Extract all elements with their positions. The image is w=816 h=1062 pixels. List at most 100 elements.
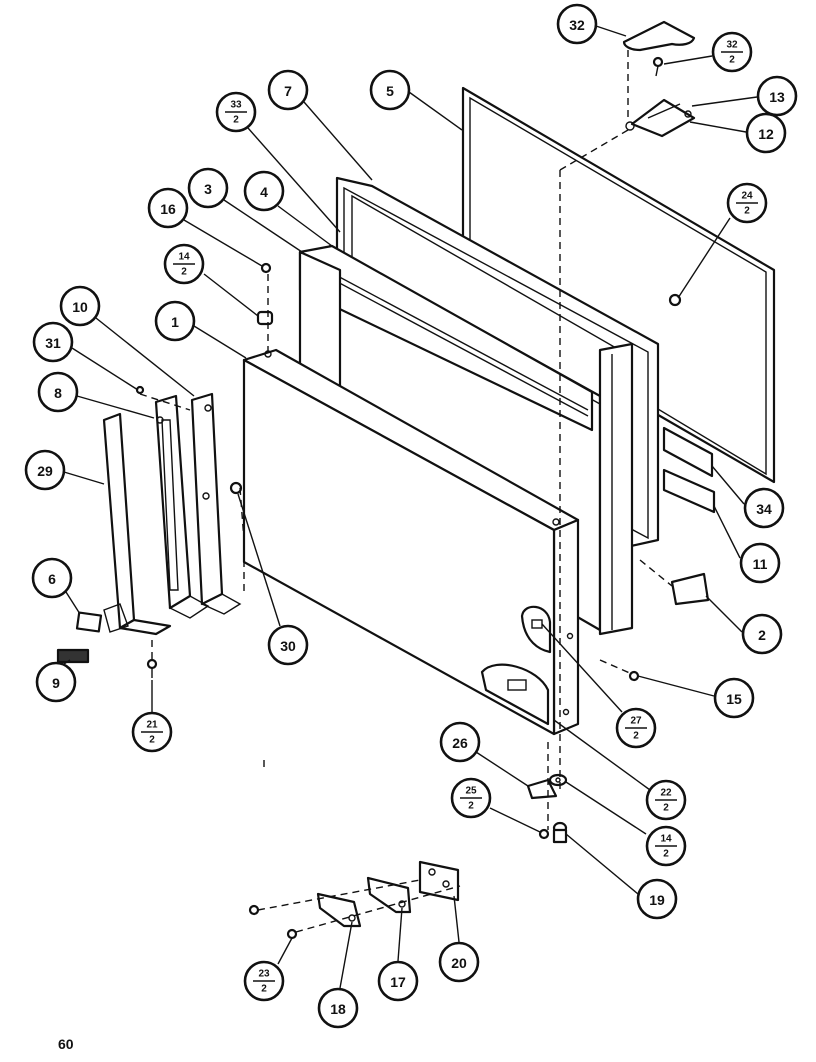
screw-25: [538, 828, 550, 840]
page-number: 60: [58, 1036, 74, 1052]
callout-part-number: 33: [230, 100, 242, 111]
assembly-lines: [139, 50, 673, 933]
hinge-cap-32: [622, 20, 696, 52]
callout-circle: [713, 677, 755, 719]
hinge-plate-18: [316, 892, 362, 928]
callout-circle: [147, 187, 189, 229]
handle-bracket-10: [190, 392, 242, 615]
callout-circle: [35, 661, 77, 703]
badge-9: [56, 648, 90, 664]
callout-circle: [636, 878, 678, 920]
callout-c18: 18: [317, 987, 359, 1029]
top-hinge-12: [625, 98, 696, 138]
callout-label: 11: [753, 556, 768, 572]
callout-circle: [369, 69, 411, 111]
callout-quantity: 2: [233, 115, 239, 126]
callout-part-number: 24: [741, 191, 753, 202]
hinge-screw-top: [652, 56, 664, 77]
callout-label: 3: [204, 181, 212, 197]
callout-quantity: 2: [663, 849, 669, 860]
handle-recess-lower: [480, 663, 550, 726]
callout-circle: [154, 300, 196, 342]
screw-bottom-left: [248, 904, 260, 916]
callout-c31: 31: [32, 321, 74, 363]
callout-circle: [267, 624, 309, 666]
door-insulation-panel: [298, 244, 594, 432]
callout-c21-2: 212: [131, 711, 173, 753]
callout-c6: 6: [31, 557, 73, 599]
callout-circle: [243, 170, 285, 212]
callout-c4: 4: [243, 170, 285, 212]
callout-c12: 12: [745, 112, 787, 154]
callout-c26: 26: [439, 721, 481, 763]
rear-glass-panel: [461, 86, 776, 484]
callout-label: 5: [386, 83, 394, 99]
callout-circle: [741, 613, 783, 655]
callout-c13: 13: [756, 75, 798, 117]
callout-label: 29: [37, 463, 53, 479]
callout-circle: [756, 75, 798, 117]
callout-c17: 17: [377, 960, 419, 1002]
bushing-19: [552, 821, 568, 844]
callout-quantity: 2: [663, 803, 669, 814]
callout-c8: 8: [37, 371, 79, 413]
callout-c11: 11: [739, 542, 781, 584]
callout-circle: [438, 941, 480, 983]
callout-circle: [739, 542, 781, 584]
callout-label: 7: [284, 83, 292, 99]
callout-label: 31: [45, 335, 61, 351]
callout-circle: [743, 487, 785, 529]
callout-c23-2: 232: [243, 960, 285, 1002]
outer-door-panel: [242, 348, 580, 736]
screw-23: [286, 928, 298, 940]
trim-strip-34: [662, 426, 714, 478]
callout-quantity: 2: [633, 731, 639, 742]
callout-label: 9: [52, 675, 60, 691]
callout-quantity: 2: [729, 55, 735, 66]
trim-strip-11: [662, 468, 716, 514]
callout-part-number: 14: [660, 834, 672, 845]
callout-circle: [556, 3, 598, 45]
callout-c14-2b: 142: [645, 825, 687, 867]
callout-label: 17: [390, 974, 406, 990]
callout-quantity: 2: [149, 735, 155, 746]
callout-circle: [377, 960, 419, 1002]
callout-label: 4: [260, 184, 268, 200]
callout-label: 26: [452, 735, 468, 751]
callout-part-number: 23: [258, 969, 270, 980]
callout-c2: 2: [741, 613, 783, 655]
callout-label: 13: [769, 89, 785, 105]
callout-c9: 9: [35, 661, 77, 703]
callout-part-number: 25: [465, 786, 477, 797]
bottom-hinge-20: [418, 860, 460, 902]
callout-circle: [31, 557, 73, 599]
callout-label: 12: [758, 126, 774, 142]
hinge-shim-26: [526, 778, 558, 800]
callout-circle: [187, 167, 229, 209]
hinge-bracket-2: [670, 572, 710, 606]
callout-part-number: 14: [178, 252, 190, 263]
callout-circle: [59, 285, 101, 327]
callout-c24-2: 242: [726, 182, 768, 224]
callout-quantity: 2: [261, 984, 267, 995]
callout-quantity: 2: [181, 267, 187, 278]
callout-c15: 15: [713, 677, 755, 719]
leader-lines: [63, 25, 758, 989]
callout-c27-2: 272: [615, 707, 657, 749]
callout-circle: [267, 69, 309, 111]
hinge-plate-17: [366, 876, 412, 914]
callout-part-number: 21: [146, 720, 158, 731]
callout-label: 20: [451, 955, 467, 971]
bottom-hinge-pin-14: [548, 773, 568, 787]
callout-c25-2: 252: [450, 777, 492, 819]
callout-label: 18: [330, 1001, 346, 1017]
callout-c30: 30: [267, 624, 309, 666]
callout-circle: [37, 371, 79, 413]
screw-15: [628, 670, 640, 682]
callout-label: 19: [649, 892, 665, 908]
callout-c14-2a: 142: [163, 243, 205, 285]
callout-quantity: 2: [468, 801, 474, 812]
callout-c32: 32: [556, 3, 598, 45]
